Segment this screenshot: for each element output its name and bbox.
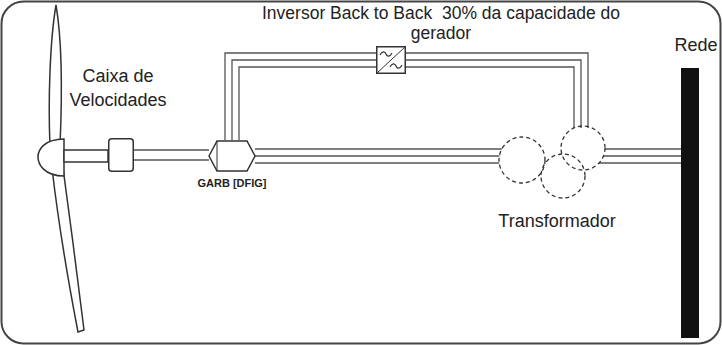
inverter-diagonal <box>377 47 405 73</box>
conductor-line <box>599 162 681 163</box>
power-connection <box>134 150 209 160</box>
generator-symbol <box>209 141 255 171</box>
conductor-line <box>225 53 376 140</box>
conductor-line <box>255 162 499 163</box>
grid-busbar <box>681 68 699 338</box>
transformer-winding <box>499 137 545 183</box>
node-label: Rede <box>671 34 721 56</box>
node-outline <box>495 118 610 208</box>
conductor-line <box>605 148 681 149</box>
turbine-blade <box>49 5 61 146</box>
power-connection <box>406 53 588 128</box>
transformer-symbol: Transformador <box>495 118 610 208</box>
conductor-line <box>255 148 502 149</box>
conductor-line <box>134 149 209 150</box>
power-connection <box>255 149 502 163</box>
transformer-winding <box>561 126 605 170</box>
node-outline <box>681 68 699 338</box>
conductor-line <box>406 67 574 128</box>
turbine-hub <box>38 139 64 176</box>
conductor-line <box>406 60 581 128</box>
conductor-line <box>604 155 682 156</box>
conductor-line <box>239 67 376 140</box>
conductor-line <box>134 159 209 160</box>
power-connection <box>599 149 681 163</box>
turbine-shaft <box>64 150 108 162</box>
conductor-line <box>255 155 499 156</box>
generator-edge <box>217 141 218 171</box>
node-label: GARB [DFIG] <box>196 176 268 190</box>
power-connection <box>225 53 376 140</box>
node-outline <box>376 46 406 74</box>
node-label: Transformador <box>487 210 627 232</box>
grid-bar: Rede <box>681 68 699 338</box>
transformer-winding <box>541 154 585 198</box>
generator-hexagon: GARB [DFIG] <box>208 139 256 173</box>
gearbox-symbol <box>109 139 134 172</box>
node-outline <box>208 139 256 173</box>
ac-symbol <box>380 52 392 56</box>
ac-symbol <box>390 64 402 68</box>
conductor-line <box>406 53 588 128</box>
inverter-box: Inversor Back to Back 30% da capacidade … <box>376 46 406 74</box>
node-label: Inversor Back to Back 30% da capacidade … <box>262 3 620 43</box>
gearbox-box: Caixa de Velocidades <box>108 138 134 172</box>
node-outline <box>108 138 134 172</box>
conductor-line <box>232 60 376 140</box>
node-label: Caixa de Velocidades <box>56 64 180 112</box>
turbine-blade <box>52 168 84 332</box>
inverter-symbol <box>377 47 406 74</box>
